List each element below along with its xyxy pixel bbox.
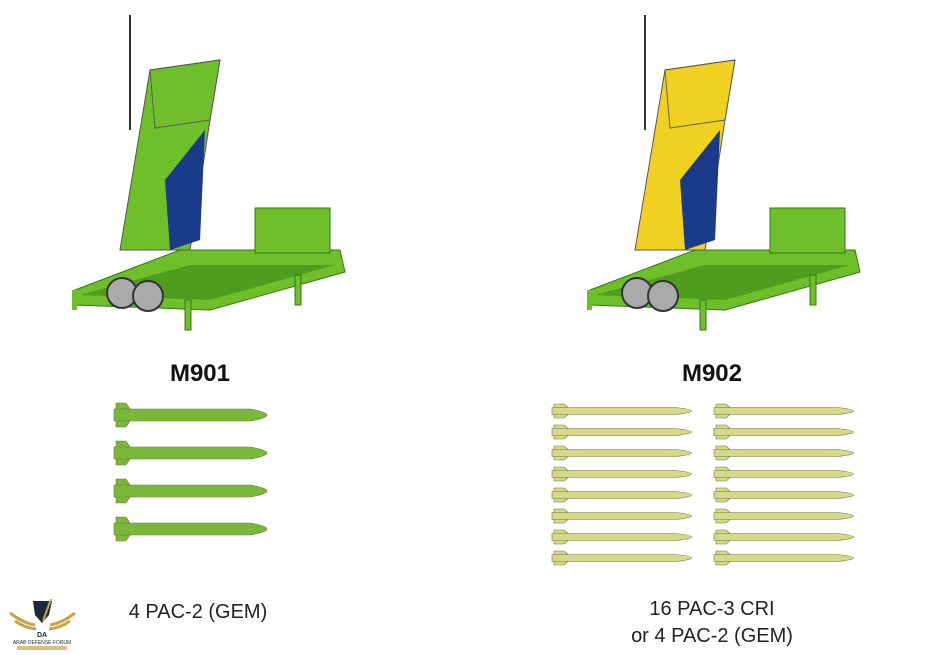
wheel bbox=[647, 280, 679, 312]
m901-missiles bbox=[113, 402, 268, 542]
pac3-missile bbox=[713, 403, 854, 419]
arab-defense-forum-logo: DA ARAB DEFENSE FORUM bbox=[9, 598, 76, 650]
wheel bbox=[132, 280, 164, 312]
pac3-missile bbox=[713, 424, 854, 440]
pac3-missile bbox=[713, 508, 854, 524]
pac3-missile bbox=[713, 487, 854, 503]
electronics-box bbox=[769, 207, 846, 254]
pac3-missile bbox=[551, 466, 692, 482]
pac3-missile bbox=[551, 403, 692, 419]
electronics-box bbox=[254, 207, 331, 254]
pac3-missile bbox=[551, 550, 692, 566]
pac3-missile bbox=[551, 508, 692, 524]
pac3-missile bbox=[713, 529, 854, 545]
logo-initials: DA bbox=[37, 632, 47, 639]
pac3-missile bbox=[551, 445, 692, 461]
pac2-missile bbox=[113, 478, 268, 504]
m902-missiles bbox=[551, 403, 854, 566]
pac2-missile bbox=[113, 440, 268, 466]
pac2-missile bbox=[113, 402, 268, 428]
m902-launcher-illustration bbox=[587, 15, 861, 331]
pac2-missile bbox=[113, 516, 268, 542]
pac3-missile bbox=[551, 529, 692, 545]
m901-label: M901 bbox=[169, 360, 231, 387]
pac3-missile bbox=[713, 466, 854, 482]
logo-text: ARAB DEFENSE FORUM bbox=[13, 640, 71, 646]
m901-launcher-illustration bbox=[72, 15, 346, 331]
pac3-missile bbox=[713, 550, 854, 566]
pac3-missile bbox=[713, 445, 854, 461]
m902-caption-line2: or 4 PAC-2 (GEM) bbox=[631, 625, 793, 647]
m902-caption: 16 PAC-3 CRI or 4 PAC-2 (GEM) bbox=[562, 596, 862, 650]
pac3-missile bbox=[551, 487, 692, 503]
m901-caption: 4 PAC-2 (GEM) bbox=[128, 601, 268, 623]
m902-label: M902 bbox=[681, 360, 743, 387]
pac3-missile bbox=[551, 424, 692, 440]
m902-caption-line1: 16 PAC-3 CRI bbox=[649, 598, 775, 620]
